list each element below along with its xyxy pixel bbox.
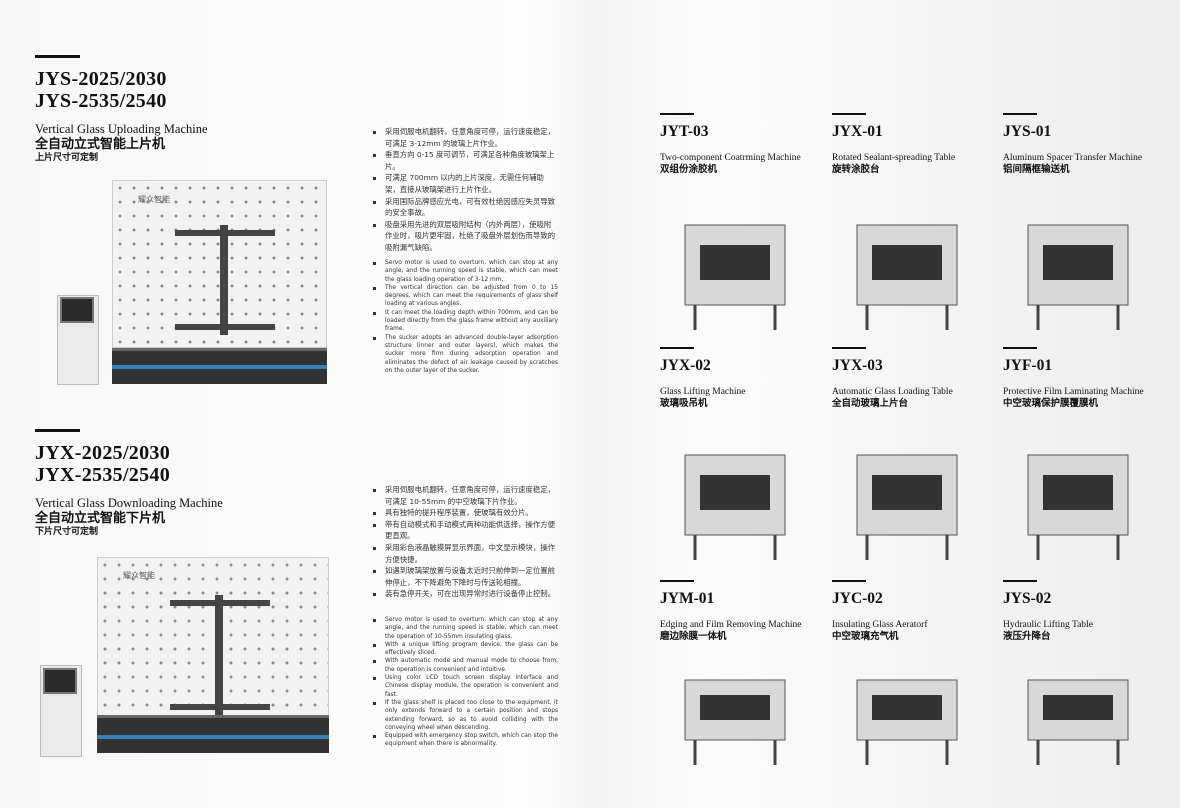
name-cn: 全自动立式智能下片机 (35, 510, 166, 525)
product-name-cn: 旋转涂胶台 (832, 165, 880, 175)
product-image (655, 650, 815, 770)
product-name-cn: 铝间隔框输送机 (1003, 165, 1070, 175)
name-cn: 全自动立式智能上片机 (35, 136, 166, 151)
features-cn-list: 采用伺服电机翻转，任意角度可停，运行速度稳定，可满足 3-12mm 的玻璃上片作… (372, 126, 558, 254)
divider (1003, 347, 1037, 349)
divider (1003, 113, 1037, 115)
product-model: JYT-03 (660, 123, 709, 140)
product-name-en: Two-component Coatrming Machine (660, 153, 801, 163)
features-en-list: Servo motor is used to overturn, which c… (372, 616, 558, 749)
product-name-en: Insulating Glass Aeratorf (832, 620, 928, 630)
logo: 耀众智能 (138, 195, 170, 204)
product-name-en: Protective Film Laminating Machine (1003, 387, 1144, 397)
divider (832, 113, 866, 115)
product-name-cn: 液压升降台 (1003, 632, 1051, 642)
product-model: JYX-01 (832, 123, 883, 140)
product-name-cn: 磨边除膜一体机 (660, 632, 727, 642)
product-name-cn: 中空玻璃充气机 (832, 632, 899, 642)
product-name-en: Hydraulic Lifting Table (1003, 620, 1093, 630)
product-name-cn: 全自动玻璃上片台 (832, 399, 909, 409)
logo: 耀众智能 (123, 571, 155, 580)
section-divider (35, 55, 80, 58)
product-image (998, 415, 1158, 565)
downloading-machine-image: 耀众智能 (35, 555, 345, 765)
product-heading: Vertical Glass Downloading Machine 全自动立式… (35, 496, 223, 537)
note-cn: 上片尺寸可定制 (35, 152, 99, 162)
product-image (998, 650, 1158, 770)
product-image (827, 415, 987, 565)
product-model: JYX-03 (832, 357, 883, 374)
product-name-en: Edging and Film Removing Machine (660, 620, 802, 630)
product-image (998, 185, 1158, 335)
name-en: Vertical Glass Downloading Machine (35, 496, 223, 510)
product-model: JYC-02 (832, 590, 883, 607)
features-en-list: Servo motor is used to overturn, which c… (372, 259, 558, 375)
product-image (655, 415, 815, 565)
section-divider (35, 429, 80, 432)
product-model: JYS-01 (1003, 123, 1052, 140)
product-name-cn: 中空玻璃保护膜覆膜机 (1003, 399, 1099, 409)
product-image (655, 185, 815, 335)
divider (832, 580, 866, 582)
divider (660, 347, 694, 349)
product-name-en: Rotated Sealant-spreading Table (832, 153, 956, 163)
product-name-cn: 双组份涂胶机 (660, 165, 718, 175)
divider (660, 113, 694, 115)
name-en: Vertical Glass Uploading Machine (35, 122, 208, 136)
divider (660, 580, 694, 582)
divider (832, 347, 866, 349)
product-name-cn: 玻璃吸吊机 (660, 399, 708, 409)
features-cn-list: 采用伺服电机翻转，任意角度可停，运行速度稳定，可满足 10-55mm 的中空玻璃… (372, 484, 558, 600)
note-cn: 下片尺寸可定制 (35, 526, 99, 536)
product-model: JYF-01 (1003, 357, 1053, 374)
divider (1003, 580, 1037, 582)
product-model: JYM-01 (660, 590, 715, 607)
product-heading: Vertical Glass Uploading Machine 全自动立式智能… (35, 122, 208, 163)
product-model: JYS-02 (1003, 590, 1052, 607)
product-image (827, 185, 987, 335)
uploading-machine-image: 耀众智能 (35, 170, 335, 390)
product-name-en: Glass Lifting Machine (660, 387, 746, 397)
product-image (827, 650, 987, 770)
product-name-en: Automatic Glass Loading Table (832, 387, 953, 397)
product-name-en: Aluminum Spacer Transfer Machine (1003, 153, 1143, 163)
product-model: JYX-02 (660, 357, 711, 374)
